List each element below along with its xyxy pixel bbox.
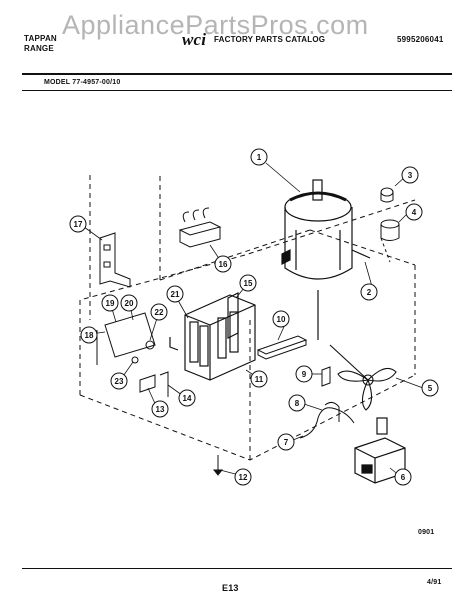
footer-date: 4/91 (427, 579, 442, 586)
connector-16-part (178, 207, 222, 248)
catalog-number: 5995206041 (397, 35, 444, 44)
svg-text:5: 5 (428, 384, 433, 393)
footer-divider (22, 568, 452, 569)
callout-9: 9 (295, 365, 313, 383)
svg-text:23: 23 (115, 377, 124, 386)
callout-17: 17 (69, 215, 87, 233)
svg-text:6: 6 (401, 473, 406, 482)
svg-text:7: 7 (284, 438, 289, 447)
bracket-9-part (321, 366, 331, 387)
svg-text:1: 1 (257, 153, 262, 162)
leader-lines (79, 162, 424, 477)
svg-text:16: 16 (219, 260, 228, 269)
callout-5: 5 (421, 379, 439, 397)
svg-text:20: 20 (125, 299, 134, 308)
svg-text:3: 3 (408, 171, 413, 180)
brand-line-1: TAPPAN (24, 34, 57, 43)
svg-text:4: 4 (412, 208, 417, 217)
callout-13: 13 (151, 400, 169, 418)
header-divider (22, 73, 452, 75)
switch-assembly-part (169, 292, 256, 381)
model-divider (22, 90, 452, 91)
callout-18: 18 (80, 326, 98, 344)
model-label: MODEL 77-4957-00/10 (44, 79, 121, 86)
screw-part (212, 455, 224, 476)
knob-part (380, 187, 394, 203)
wci-logo: wci (182, 30, 207, 49)
callout-21: 21 (166, 285, 184, 303)
wire-harness-part (299, 401, 355, 439)
svg-text:17: 17 (74, 220, 83, 229)
figure-code: 0901 (418, 529, 435, 536)
fan-blade-part (329, 344, 397, 411)
clip-part (380, 219, 400, 263)
callout-4: 4 (405, 203, 423, 221)
callout-2: 2 (360, 283, 378, 301)
svg-text:14: 14 (183, 394, 192, 403)
svg-text:13: 13 (156, 405, 165, 414)
svg-text:9: 9 (302, 370, 307, 379)
svg-text:21: 21 (171, 290, 180, 299)
callout-3: 3 (401, 166, 419, 184)
callout-23: 23 (110, 372, 128, 390)
callout-14: 14 (178, 389, 196, 407)
callout-10: 10 (272, 310, 290, 328)
fan-motor-part (354, 417, 406, 484)
callout-11: 11 (250, 370, 268, 388)
page-code: E13 (222, 583, 239, 593)
callout-8: 8 (288, 394, 306, 412)
svg-text:2: 2 (367, 288, 372, 297)
bracket-17-part (99, 232, 131, 288)
motor-part (281, 179, 371, 340)
svg-text:12: 12 (239, 473, 248, 482)
callout-22: 22 (150, 303, 168, 321)
callout-6: 6 (394, 468, 412, 486)
svg-text:8: 8 (295, 399, 300, 408)
svg-text:15: 15 (244, 279, 253, 288)
callout-16: 16 (214, 255, 232, 273)
small-bracket-parts (131, 340, 169, 397)
callout-1: 1 (250, 148, 268, 166)
brand-line-2: RANGE (24, 44, 54, 53)
svg-text:22: 22 (155, 308, 164, 317)
callout-19: 19 (101, 294, 119, 312)
svg-text:11: 11 (255, 375, 264, 384)
svg-text:10: 10 (277, 315, 286, 324)
callout-15: 15 (239, 274, 257, 292)
svg-text:19: 19 (106, 299, 115, 308)
watermark: AppliancePartsPros.com (62, 10, 369, 40)
callout-12: 12 (234, 468, 252, 486)
callout-7: 7 (277, 433, 295, 451)
terminal-block-part (256, 335, 308, 360)
catalog-title: FACTORY PARTS CATALOG (214, 35, 326, 44)
callout-20: 20 (120, 294, 138, 312)
svg-text:18: 18 (85, 331, 94, 340)
panel-part (96, 312, 156, 365)
base-platform-outline (79, 175, 416, 461)
